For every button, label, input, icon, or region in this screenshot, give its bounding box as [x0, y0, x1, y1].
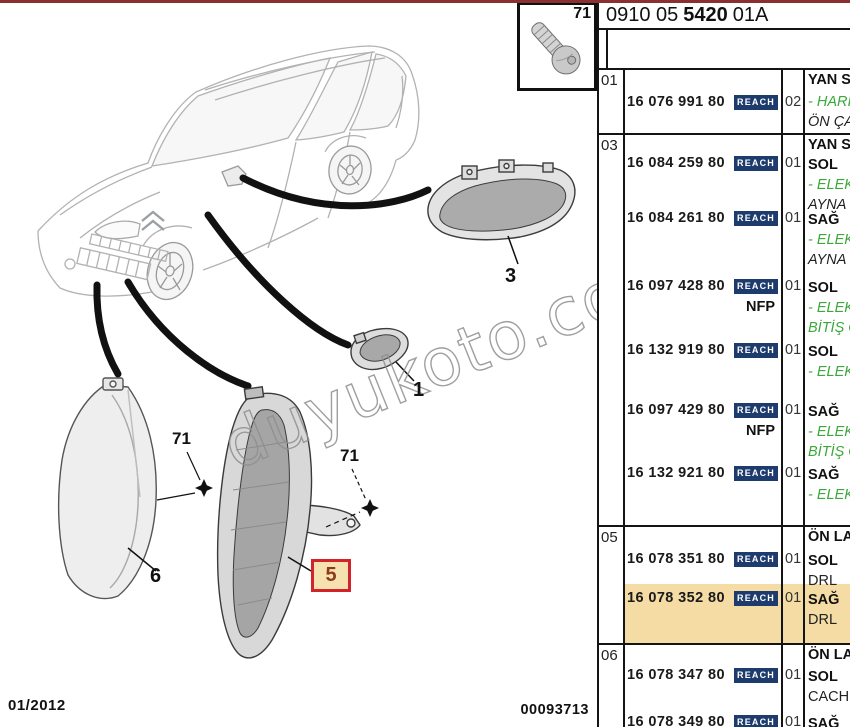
nfp-label: NFP	[746, 299, 775, 315]
part-number[interactable]: 16 132 921 80	[627, 465, 725, 481]
part-number[interactable]: 16 078 351 80	[627, 551, 725, 567]
reach-badge[interactable]: REACH	[734, 156, 779, 171]
section-title: ÖN LAM	[808, 529, 850, 545]
part-5-drawing	[216, 386, 361, 659]
screw-icon	[531, 22, 581, 75]
table-section-05: 05 ÖN LAM 16 078 351 80 REACH 01 SOL DRL…	[597, 525, 850, 645]
section-ref: 01	[601, 72, 618, 89]
reach-badge[interactable]: REACH	[734, 466, 779, 481]
qty: 01	[785, 155, 802, 171]
row-description: SOL DRL	[808, 553, 838, 589]
diagram-label-1[interactable]: 1	[413, 379, 425, 401]
reach-badge[interactable]: REACH	[734, 668, 779, 683]
header-band-divider	[606, 30, 608, 68]
part-number[interactable]: 16 097 429 80	[627, 402, 725, 418]
part-number[interactable]: 16 078 349 80	[627, 714, 725, 727]
section-ref: 05	[601, 529, 618, 546]
reach-badge[interactable]: REACH	[734, 552, 779, 567]
row-description: SAĞ - ELEK BİTİŞ Ç	[808, 404, 850, 460]
leader-curves	[93, 174, 432, 390]
row-description: SAĞ - ELEK	[808, 467, 850, 503]
row-description: - HARİ ÖN ÇA	[808, 94, 850, 130]
qty: 01	[785, 342, 802, 358]
document-number: 00093713	[520, 702, 589, 718]
part-number[interactable]: 16 078 352 80	[627, 590, 725, 606]
reach-badge[interactable]: REACH	[734, 715, 779, 727]
qty: 01	[785, 551, 802, 567]
diagram-label-5: 5	[325, 564, 337, 586]
section-ref: 06	[601, 647, 618, 664]
reach-badge[interactable]: REACH	[734, 591, 779, 606]
screw-ref-number: 71	[573, 5, 591, 22]
reach-badge[interactable]: REACH	[734, 403, 779, 418]
qty: 01	[785, 402, 802, 418]
table-section-03: 03 YAN SİN 16 084 259 80 REACH 01 SOL - …	[597, 133, 850, 525]
diagram-panel: duyukoto.com 3 1 6 71 71 5 71 01/2012	[8, 2, 597, 718]
row-description: SOL - ELEK AYNA	[808, 157, 850, 213]
reach-badge[interactable]: REACH	[734, 279, 779, 294]
catalog-code-main: 5420	[683, 4, 728, 26]
screw-marker-cross	[195, 479, 379, 517]
catalog-code-prefix: 0910 05	[606, 4, 679, 26]
reach-badge[interactable]: REACH	[734, 95, 779, 110]
part-1-drawing	[350, 327, 409, 371]
part-6-drawing	[57, 377, 157, 600]
diagram-label-3[interactable]: 3	[505, 265, 517, 287]
qty: 01	[785, 667, 802, 683]
qty: 01	[785, 590, 802, 606]
part-number[interactable]: 16 132 919 80	[627, 342, 725, 358]
part-3-drawing	[427, 159, 576, 241]
part-number[interactable]: 16 076 991 80	[627, 94, 725, 110]
date-code: 01/2012	[8, 697, 66, 714]
part-number[interactable]: 16 097 428 80	[627, 278, 725, 294]
part-number[interactable]: 16 078 347 80	[627, 667, 725, 683]
nfp-label: NFP	[746, 423, 775, 439]
car-illustration	[37, 45, 420, 301]
row-description: SOL CACHE	[808, 669, 850, 705]
part-number[interactable]: 16 084 261 80	[627, 210, 725, 226]
section-title: YAN SİN	[808, 137, 850, 153]
table-section-01: 01 YAN SİN 16 076 991 80 REACH 02 - HARİ…	[597, 68, 850, 133]
diagram-label-5-box[interactable]: 5	[311, 559, 351, 592]
diagram-label-71-right[interactable]: 71	[340, 446, 359, 465]
table-left-border	[597, 0, 599, 727]
part-number[interactable]: 16 084 259 80	[627, 155, 725, 171]
row-description: SOL - ELEK BİTİŞ Ç	[808, 280, 850, 336]
qty: 01	[785, 714, 802, 727]
diagram-label-6[interactable]: 6	[150, 565, 162, 587]
qty: 01	[785, 278, 802, 294]
catalog-code-suffix: 01A	[732, 4, 769, 26]
diagram-label-71-left[interactable]: 71	[172, 429, 191, 448]
table-section-06: 06 ÖN LAM 16 078 347 80 REACH 01 SOL CAC…	[597, 643, 850, 727]
qty: 01	[785, 465, 802, 481]
screw-ref-box[interactable]: 71	[517, 2, 597, 91]
diagram-drawing: duyukoto.com	[37, 45, 597, 659]
page-top-border	[0, 0, 850, 3]
qty: 02	[785, 94, 802, 110]
qty: 01	[785, 210, 802, 226]
section-title: YAN SİN	[808, 72, 850, 88]
reach-badge[interactable]: REACH	[734, 211, 779, 226]
row-description: SAĞ DRL	[808, 592, 840, 628]
row-description: SAĞ	[808, 716, 840, 727]
row-description: SAĞ - ELEK AYNA	[808, 212, 850, 268]
section-ref: 03	[601, 137, 618, 154]
row-description: SOL - ELEK	[808, 344, 850, 380]
section-title: ÖN LAM	[808, 647, 850, 663]
label-leader-lines	[127, 235, 519, 572]
watermark: duyukoto.com	[212, 229, 597, 485]
reach-badge[interactable]: REACH	[734, 343, 779, 358]
